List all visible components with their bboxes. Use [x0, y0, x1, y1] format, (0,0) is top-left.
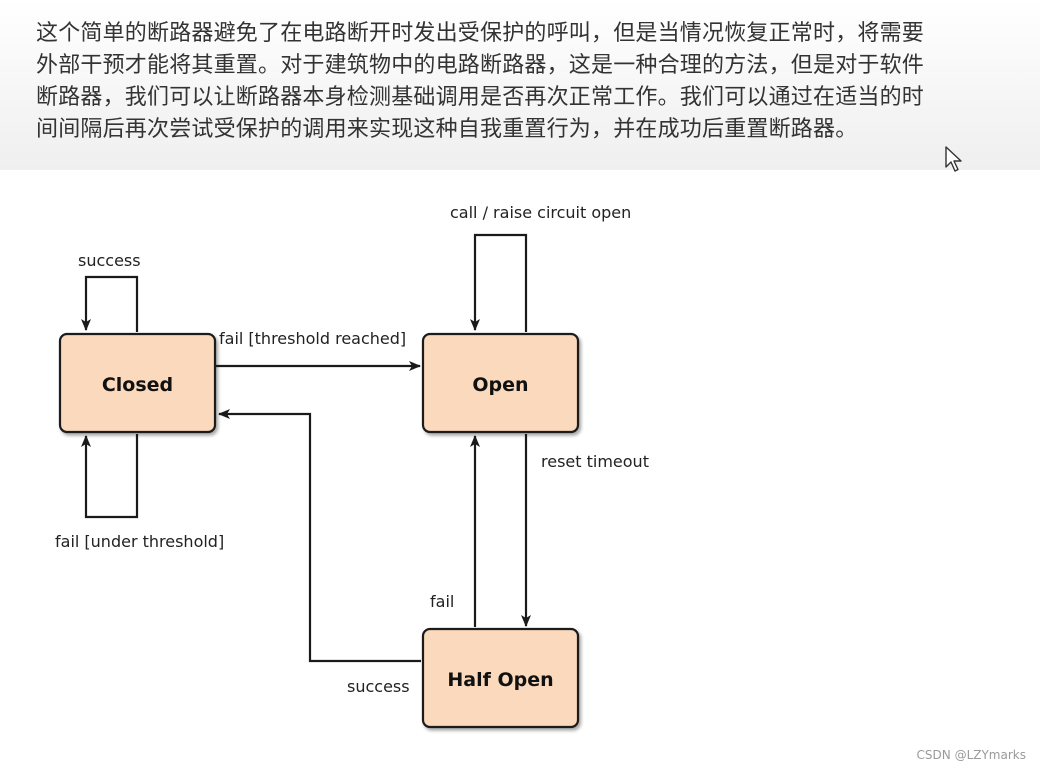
half-open-state-label: Half Open	[447, 669, 553, 691]
closed-success-loop-label: success	[78, 251, 141, 270]
closed-state-box	[58, 332, 217, 434]
closed-success-loop-arrow	[81, 275, 139, 332]
description-paragraph: 这个简单的断路器避免了在电路断开时发出受保护的呼叫，但是当情况恢复正常时，将需要…	[36, 18, 956, 146]
closed-fail-loop-arrow	[81, 434, 139, 519]
half-open-to-open-label: fail	[430, 592, 454, 611]
text-background	[0, 0, 1040, 170]
closed-fail-loop-label: fail [under threshold]	[55, 532, 224, 551]
open-state-box	[421, 332, 580, 434]
paragraph-line: 这个简单的断路器避免了在电路断开时发出受保护的呼叫，但是当情况恢复正常时，将需要	[36, 21, 925, 46]
half-open-to-closed-arrow	[218, 409, 421, 663]
open-state-label: Open	[472, 374, 528, 396]
paragraph-line: 间间隔后再次尝试受保护的调用来实现这种自我重置行为，并在成功后重置断路器。	[36, 117, 858, 142]
open-self-loop-label: call / raise circuit open	[450, 203, 631, 222]
open-to-half-open-label: reset timeout	[541, 452, 649, 471]
open-self-loop-arrow	[470, 233, 528, 332]
mouse-pointer-icon	[945, 146, 962, 172]
closed-state-label: Closed	[102, 374, 173, 396]
watermark: CSDN @LZYmarks	[916, 748, 1026, 762]
half-open-state-box	[421, 627, 580, 729]
half-open-to-closed-label: success	[347, 677, 410, 696]
paragraph-line: 断路器，我们可以让断路器本身检测基础调用是否再次正常工作。我们可以通过在适当的时	[36, 85, 925, 110]
closed-to-open-label: fail [threshold reached]	[219, 329, 406, 348]
paragraph-line: 外部干预才能将其重置。对于建筑物中的电路断路器，这是一种合理的方法，但是对于软件	[36, 53, 925, 78]
